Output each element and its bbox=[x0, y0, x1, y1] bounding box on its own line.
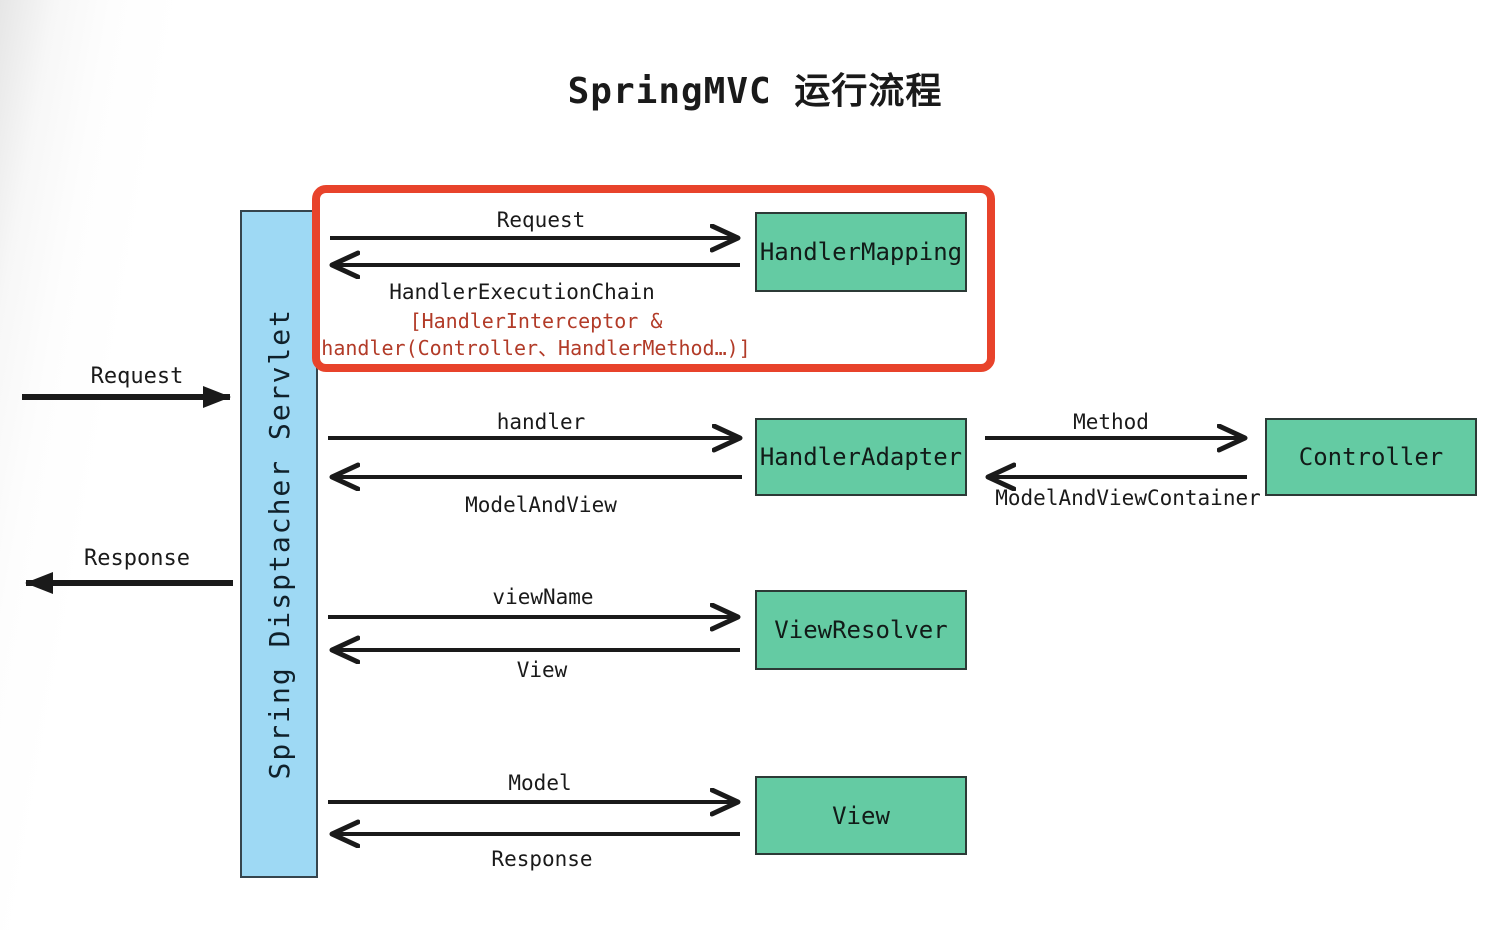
dispatcher-servlet-label: Spring Disptacher Servlet bbox=[262, 308, 296, 780]
view-box: View bbox=[755, 776, 967, 855]
interceptor-note-line1: [HandlerInterceptor & bbox=[409, 309, 663, 333]
view-resolver-box: ViewResolver bbox=[755, 590, 967, 670]
controller-box: Controller bbox=[1265, 418, 1477, 496]
handler-flow-label: handler bbox=[496, 410, 586, 434]
model-and-view-container-label: ModelAndViewContainer bbox=[995, 486, 1261, 510]
view-label: View bbox=[832, 801, 890, 830]
handler-mapping-highlight-frame bbox=[312, 185, 995, 372]
handler-adapter-label: HandlerAdapter bbox=[759, 443, 963, 471]
model-flow-label: Model bbox=[508, 771, 572, 795]
client-request-label: Request bbox=[90, 364, 184, 389]
method-flow-label: Method bbox=[1073, 410, 1149, 434]
handler-mapping-box: HandlerMapping bbox=[755, 212, 967, 292]
dispatcher-servlet-box: Spring Disptacher Servlet bbox=[240, 210, 318, 878]
controller-label: Controller bbox=[1298, 443, 1444, 471]
model-and-view-label: ModelAndView bbox=[465, 493, 617, 517]
response-flow-label: Response bbox=[491, 847, 593, 871]
handler-mapping-label: HandlerMapping bbox=[759, 238, 963, 266]
view-name-flow-label: viewName bbox=[492, 585, 594, 609]
client-response-label: Response bbox=[84, 546, 190, 571]
handler-adapter-box: HandlerAdapter bbox=[755, 418, 967, 496]
interceptor-note-line2: handler(Controller、HandlerMethod…)] bbox=[321, 336, 751, 360]
view-flow-label: View bbox=[516, 658, 568, 682]
request-flow-label: Request bbox=[496, 208, 586, 232]
handler-execution-chain-label: HandlerExecutionChain bbox=[389, 280, 655, 304]
diagram-title: SpringMVC 运行流程 bbox=[567, 71, 943, 112]
view-resolver-label: ViewResolver bbox=[774, 616, 948, 644]
